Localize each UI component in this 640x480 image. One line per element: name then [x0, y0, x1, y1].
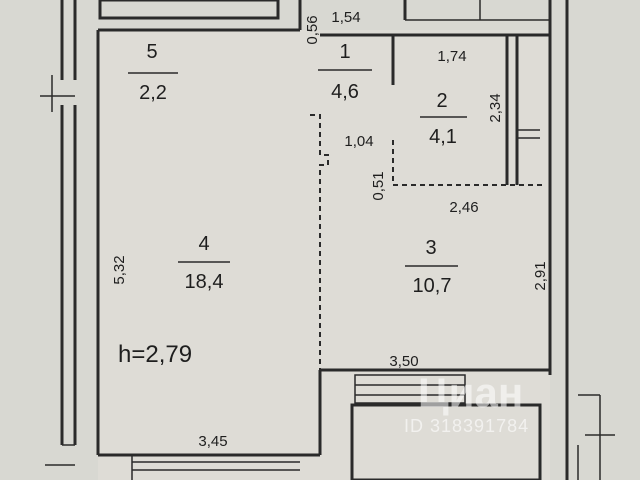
dimension-0-51: 0,51 — [370, 171, 387, 200]
dimension-3-50: 3,50 — [389, 353, 418, 370]
dimension-2-91: 2,91 — [532, 261, 549, 290]
watermark-id: ID 318391784 — [404, 416, 529, 436]
top-walls — [96, 0, 569, 455]
room-4-area: 18,4 — [185, 271, 224, 293]
dimension-0-56: 0,56 — [304, 15, 321, 44]
watermark-logo: Циан — [418, 369, 523, 416]
room-5-area: 2,2 — [139, 82, 167, 104]
room-1-area: 4,6 — [331, 81, 359, 103]
dimension-1-04: 1,04 — [344, 133, 373, 150]
room-3-area: 10,7 — [413, 275, 452, 297]
bottom-balcony — [98, 374, 615, 480]
dimension-5-32: 5,32 — [111, 255, 128, 284]
room-1-number: 1 — [339, 41, 350, 63]
interior-partitions — [310, 33, 550, 455]
room-5-number: 5 — [146, 41, 157, 63]
room-4-number: 4 — [198, 233, 209, 255]
watermark: Циан ID 318391784 — [404, 369, 529, 436]
room-2-number: 2 — [436, 90, 447, 112]
room-3-number: 3 — [425, 237, 436, 259]
dimension-1-54: 1,54 — [331, 9, 360, 26]
dimension-1-74: 1,74 — [437, 48, 466, 65]
room-2-area: 4,1 — [429, 126, 457, 148]
dimension-2-34: 2,34 — [487, 93, 504, 122]
left-exterior-wall — [40, 0, 77, 466]
ceiling-height: h=2,79 — [118, 341, 192, 368]
dimension-3-45: 3,45 — [198, 433, 227, 450]
dimension-2-46: 2,46 — [449, 199, 478, 216]
